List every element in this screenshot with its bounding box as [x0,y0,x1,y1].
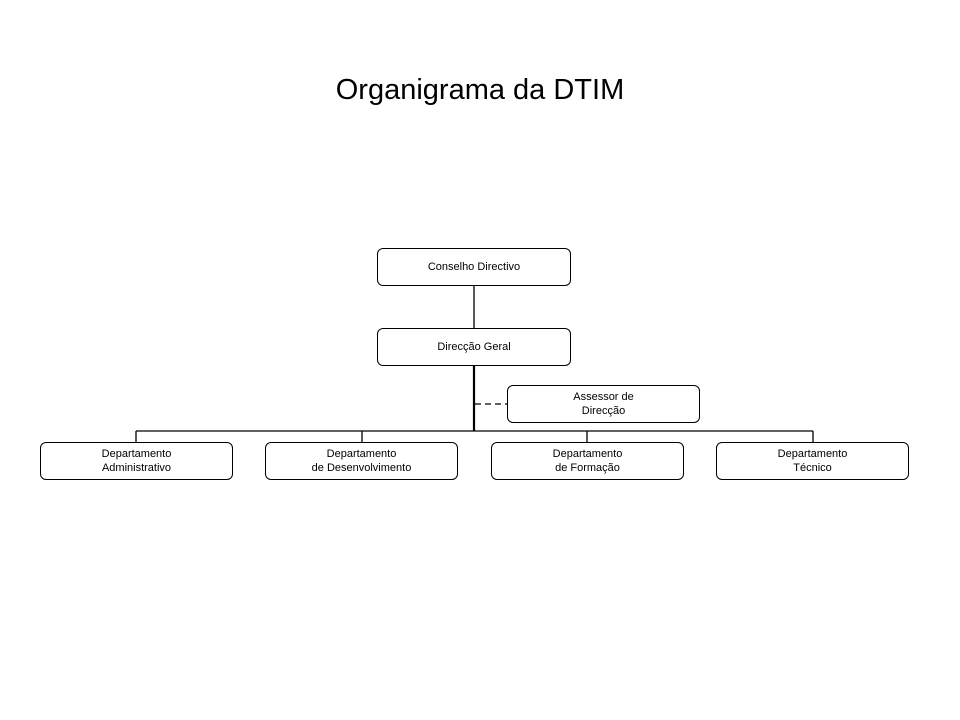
node-label-line: Direcção [581,405,626,417]
node-departamento-de-desenvolvimento: Departamento de Desenvolvimento [265,442,458,480]
node-label-line: Departamento [101,448,172,460]
node-label-line: Direcção Geral [437,341,511,353]
node-label-line: Assessor de [573,391,634,403]
node-label-line: Departamento [552,448,623,460]
node-label-line: Conselho Directivo [427,261,521,273]
node-label-line: Departamento [326,448,397,460]
node-departamento-de-formacao: Departamento de Formação [491,442,684,480]
node-label-line: de Formação [555,462,620,474]
node-label-line: de Desenvolvimento [311,462,412,474]
node-assessor-de-direccao: Assessor de Direcção [507,385,700,423]
node-departamento-administrativo: Departamento Administrativo [40,442,233,480]
chart-title: Organigrama da DTIM [335,74,625,106]
node-label-line: Técnico [793,462,832,474]
node-direccao-geral: Direcção Geral [377,328,571,366]
node-departamento-tecnico: Departamento Técnico [716,442,909,480]
node-label-line: Administrativo [101,462,172,474]
node-label-line: Departamento [777,448,848,460]
node-conselho-directivo: Conselho Directivo [377,248,571,286]
